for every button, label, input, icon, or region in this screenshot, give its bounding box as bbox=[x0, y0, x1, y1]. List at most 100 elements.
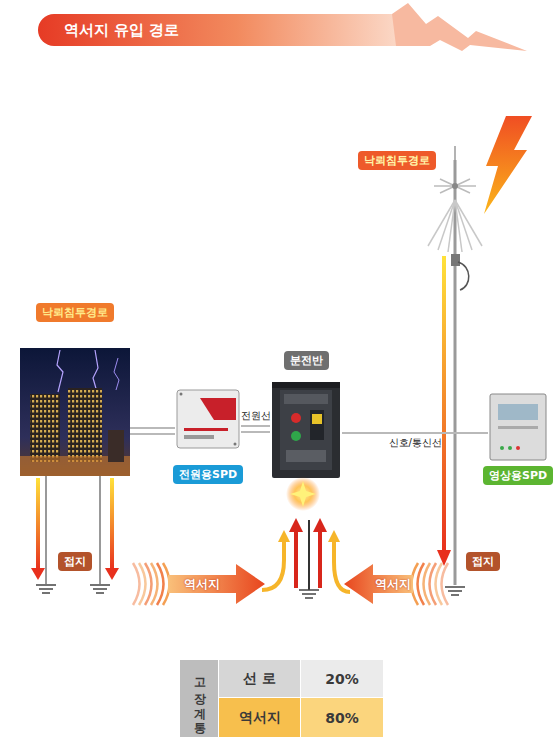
antenna bbox=[454, 160, 457, 585]
node-text: 역서지 bbox=[375, 576, 411, 592]
video-spd-device bbox=[498, 426, 538, 429]
wire-connector bbox=[241, 426, 270, 432]
ground-tag: 접지 bbox=[466, 552, 500, 571]
arrow-feather bbox=[436, 563, 443, 605]
lightning-bolt bbox=[484, 116, 532, 214]
building-photo bbox=[57, 350, 63, 392]
table-cells bbox=[301, 698, 383, 737]
node-text: 접지 bbox=[64, 554, 86, 569]
power-spd-device bbox=[177, 390, 239, 448]
video-spd-device bbox=[508, 446, 512, 450]
power-spd-device bbox=[200, 398, 236, 420]
surge-down-arrow bbox=[36, 478, 40, 570]
arrow-feather bbox=[139, 563, 146, 605]
title-banner bbox=[392, 3, 527, 51]
surge-up-arrow bbox=[318, 530, 322, 588]
ground-wire bbox=[45, 476, 47, 584]
antenna bbox=[455, 200, 482, 246]
table-cell-text: 80% bbox=[301, 698, 383, 737]
table-cell-text: 역서지 bbox=[219, 698, 300, 737]
node-text: 전원용SPD bbox=[173, 465, 243, 484]
ground-wire bbox=[93, 588, 107, 590]
building-photo bbox=[93, 350, 98, 392]
arrow-feather bbox=[430, 563, 437, 605]
surge-up-arrow bbox=[313, 518, 327, 532]
breaker-device bbox=[284, 394, 328, 404]
arrow-feather bbox=[418, 563, 425, 605]
video-spd: 영상용SPD bbox=[488, 392, 548, 462]
reverse-surge-arrow: 역서지 bbox=[343, 558, 451, 610]
wire-label: 신호/통신선 bbox=[389, 436, 442, 449]
arrow-shape bbox=[133, 563, 265, 605]
lightning-path-tag: 낙뢰침투경로 bbox=[358, 151, 436, 170]
surge-up-arrow bbox=[262, 541, 284, 590]
video-spd-device bbox=[516, 446, 520, 450]
antenna bbox=[455, 200, 462, 252]
table-cell-text: 선 로 bbox=[219, 660, 300, 697]
surge-up-arrow bbox=[262, 518, 350, 592]
ground-wire bbox=[302, 593, 316, 595]
ground-wire bbox=[99, 476, 101, 584]
ground-wire bbox=[305, 597, 313, 599]
node-text: 접지 bbox=[472, 554, 494, 569]
ground-wire bbox=[36, 584, 56, 586]
wire-connector bbox=[342, 433, 488, 434]
power-spd-device bbox=[184, 428, 228, 431]
spark bbox=[290, 481, 316, 507]
antenna bbox=[428, 146, 482, 585]
ground-tag: 접지 bbox=[58, 552, 92, 571]
building-photo bbox=[20, 348, 130, 476]
distribution-panel: 분전반 bbox=[270, 380, 342, 480]
title-banner bbox=[38, 14, 400, 46]
node-text: 영상용SPD bbox=[483, 466, 553, 485]
surge-up-arrow bbox=[328, 530, 340, 542]
arrow-feather bbox=[442, 563, 449, 605]
power-spd: 전원용SPD bbox=[175, 388, 241, 450]
node-text: 분전반 bbox=[284, 351, 329, 370]
title-text: 역서지 유입 경로 bbox=[64, 20, 179, 40]
video-spd-device bbox=[500, 446, 504, 450]
spark bbox=[286, 477, 320, 511]
wire-label: 전원선 bbox=[241, 409, 271, 422]
breaker-device bbox=[286, 450, 326, 462]
breaker-device bbox=[272, 382, 340, 478]
arrow-feather bbox=[157, 563, 164, 605]
power-spd-device bbox=[180, 393, 183, 396]
video-spd-device bbox=[490, 394, 546, 460]
wire-line bbox=[130, 433, 175, 435]
ground-wire bbox=[445, 586, 465, 588]
building-photo: 낙뢰침투경로 bbox=[20, 348, 130, 476]
ground-wire bbox=[308, 520, 310, 590]
reverse-surge-arrow: 역서지 bbox=[130, 558, 266, 610]
breaker-device bbox=[280, 390, 332, 470]
antenna bbox=[458, 262, 469, 290]
breaker-device bbox=[272, 382, 340, 478]
building-photo bbox=[68, 388, 102, 462]
table-cells bbox=[219, 698, 300, 737]
building-photo bbox=[108, 430, 124, 462]
building-photo bbox=[68, 388, 102, 462]
title-banner bbox=[38, 3, 527, 51]
breaker-device bbox=[272, 382, 340, 388]
wire-connector bbox=[130, 428, 175, 434]
ground-wire bbox=[448, 590, 462, 592]
surge-down-arrow bbox=[437, 256, 451, 566]
arrow-feather bbox=[133, 563, 140, 605]
power-spd-device bbox=[184, 435, 214, 439]
building-photo bbox=[20, 348, 130, 476]
breaker-device bbox=[291, 413, 301, 423]
wire-line bbox=[342, 432, 488, 434]
ground-wire bbox=[451, 594, 459, 596]
surge-down-arrow bbox=[442, 256, 446, 552]
node-text: 낙뢰침투경로 bbox=[36, 303, 114, 322]
antenna bbox=[438, 200, 455, 250]
table-cell-text: 고장계통 bbox=[180, 660, 218, 737]
surge-down-arrow bbox=[31, 568, 45, 580]
ground-wire bbox=[96, 592, 104, 594]
table-cell-text: 20% bbox=[301, 660, 383, 697]
